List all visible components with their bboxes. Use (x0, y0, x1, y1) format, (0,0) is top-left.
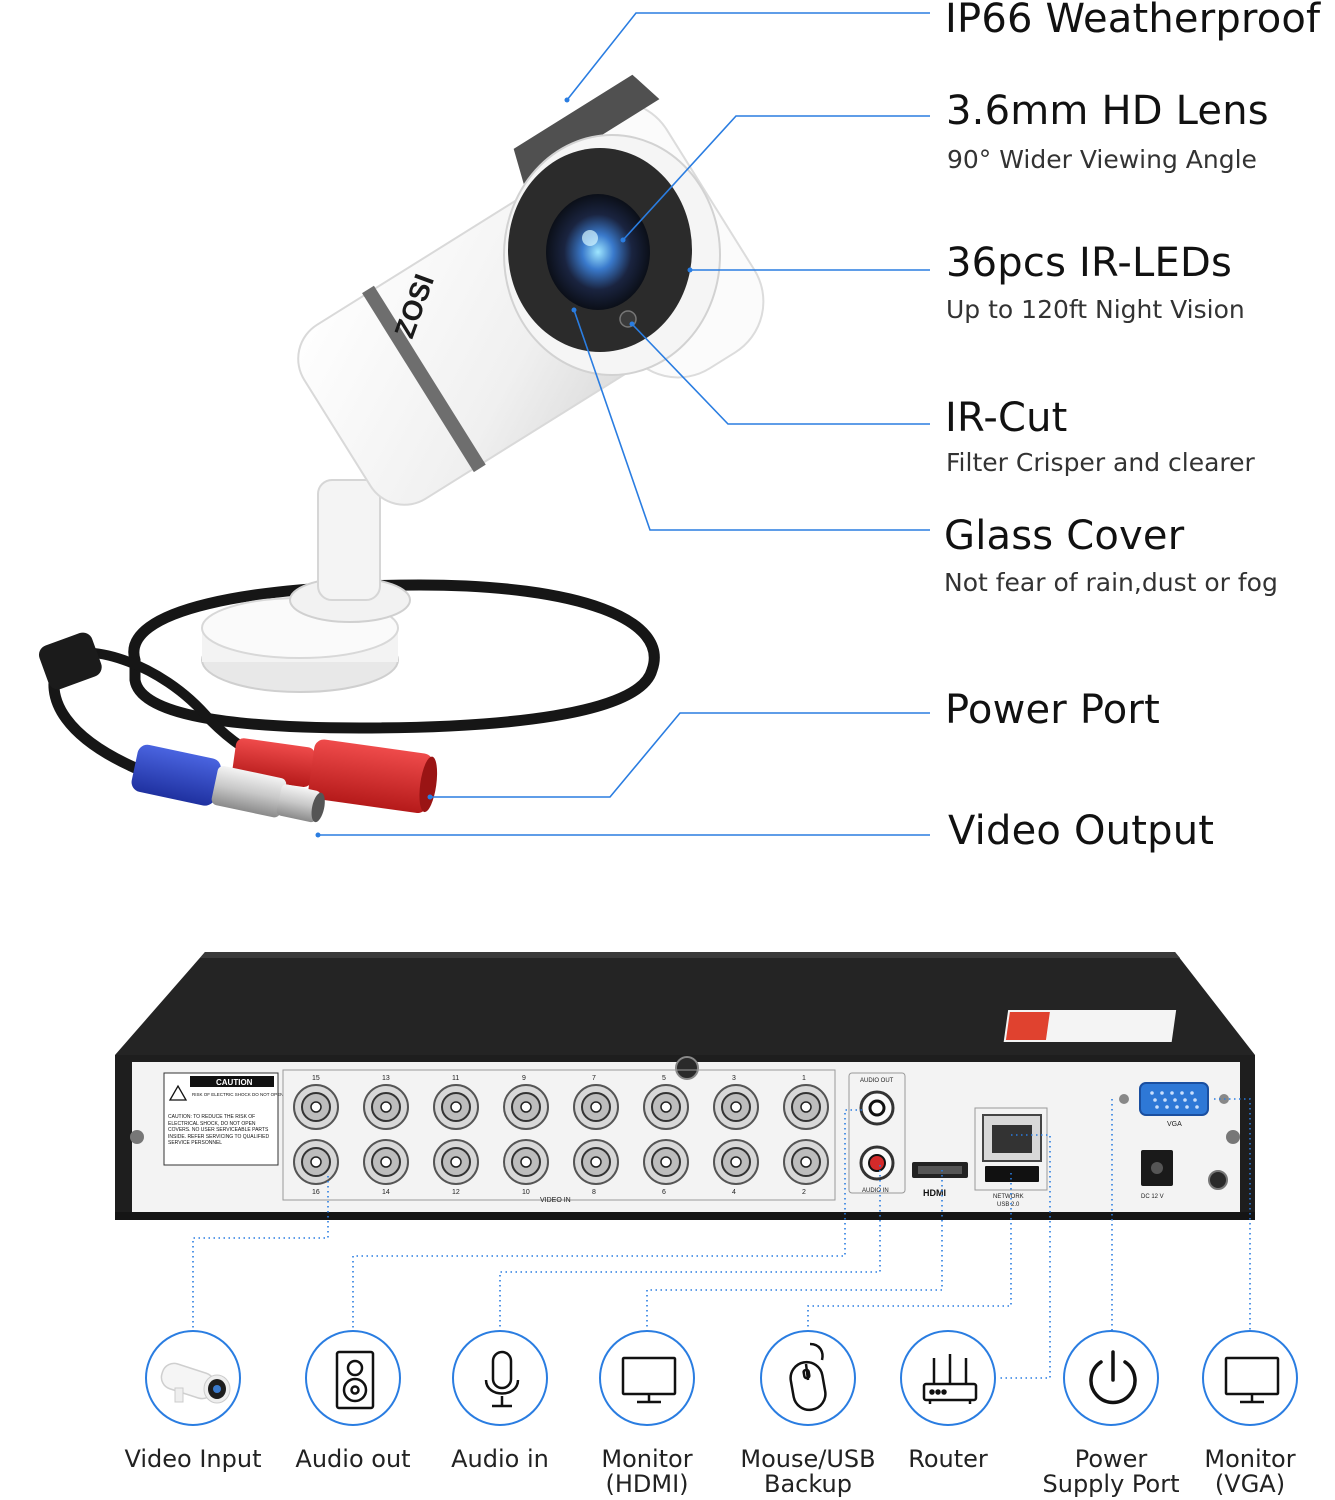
channel-number: 15 (312, 1075, 320, 1082)
dvr-illustration: CAUTION RISK OF ELECTRIC SHOCK DO NOT OP… (115, 952, 1255, 1379)
connection-icon-circle (305, 1330, 401, 1426)
bnc-port (363, 1084, 409, 1130)
mount-arm (317, 479, 381, 601)
channel-number: 13 (382, 1075, 390, 1082)
audio-out-label: AUDIO OUT (860, 1078, 894, 1084)
dc-label: DC 12 V (1141, 1194, 1164, 1200)
connection-icon-circle (1202, 1330, 1298, 1426)
caution-body: CAUTION: TO REDUCE THE RISK OF ELECTRICA… (168, 1114, 270, 1146)
bnc-port (643, 1084, 689, 1130)
network-label: NETWORK (993, 1194, 1024, 1200)
usb-label: USB 2.0 (997, 1202, 1020, 1208)
camera-lens (546, 194, 650, 310)
connection-label: Video Input (124, 1445, 262, 1473)
connection-icon-circle (1063, 1330, 1159, 1426)
hdmi-label: HDMI (923, 1188, 946, 1198)
leader-lines (318, 12, 930, 836)
feature-title-ir-cut: IR-Cut (945, 395, 1068, 441)
dvr-back-panel (132, 1062, 1240, 1212)
power-connector (232, 738, 438, 814)
channel-number: 3 (732, 1075, 736, 1082)
camera-illustration: ZOSI (38, 12, 930, 838)
channel-number: 7 (592, 1075, 596, 1082)
channel-number: 14 (382, 1189, 390, 1196)
bnc-port (433, 1139, 479, 1185)
connection-label: Monitor (HDMI) (601, 1445, 693, 1498)
video-in-block (282, 1069, 836, 1201)
bnc-port (363, 1139, 409, 1185)
caution-sub: RISK OF ELECTRIC SHOCK DO NOT OPEN (192, 1092, 283, 1097)
channel-number: 10 (522, 1189, 530, 1196)
bnc-port (713, 1084, 759, 1130)
feature-title-glass-cover: Glass Cover (944, 513, 1185, 559)
channel-number: 5 (662, 1075, 666, 1082)
connection-label: Power Supply Port (1042, 1445, 1180, 1498)
dvr-top (115, 952, 1255, 1055)
channel-number: 9 (522, 1075, 526, 1082)
bnc-port (783, 1084, 829, 1130)
channel-number: 2 (802, 1189, 806, 1196)
bnc-port (573, 1139, 619, 1185)
connection-icon-circle (452, 1330, 548, 1426)
video-connector (131, 744, 325, 823)
connection-icon-circle (599, 1330, 695, 1426)
feature-title-lens: 3.6mm HD Lens (946, 88, 1269, 134)
bnc-port (713, 1139, 759, 1185)
connection-icon-circle (900, 1330, 996, 1426)
cable-loop (128, 579, 660, 734)
bnc-port (503, 1084, 549, 1130)
network-block (974, 1107, 1048, 1191)
feature-sub-ir-leds: Up to 120ft Night Vision (946, 295, 1245, 324)
feature-title-power-port: Power Port (945, 687, 1160, 733)
bnc-port (783, 1139, 829, 1185)
channel-number: 12 (452, 1189, 460, 1196)
channel-number: 4 (732, 1189, 736, 1196)
connection-icon-circle (145, 1330, 241, 1426)
bnc-port (643, 1139, 689, 1185)
feature-sub-lens: 90° Wider Viewing Angle (947, 145, 1257, 174)
connection-label: Mouse/USB Backup (740, 1445, 876, 1498)
connection-lines (192, 1098, 1251, 1379)
connection-label: Audio out (295, 1445, 411, 1473)
cable-ferrite (38, 632, 102, 690)
product-diagram: ZOSI IP66 Wea (38, 0, 1320, 1498)
audio-in-label: AUDIO IN (862, 1188, 889, 1194)
connection-icon-circle (760, 1330, 856, 1426)
bnc-port (503, 1139, 549, 1185)
channel-number: 16 (312, 1189, 320, 1196)
bnc-port (573, 1084, 619, 1130)
channel-number: 8 (592, 1189, 596, 1196)
bnc-port (293, 1084, 339, 1130)
channel-number: 6 (662, 1189, 666, 1196)
dvr-label-sticker (1003, 1010, 1177, 1042)
connection-label: Monitor (VGA) (1204, 1445, 1296, 1498)
ground-terminal (1208, 1170, 1228, 1190)
vga-label: VGA (1167, 1121, 1182, 1128)
bnc-port-grid: 15 13 11 9 7 5 3 1 16 14 12 10 8 6 4 2 (293, 1075, 829, 1196)
caution-title: CAUTION (216, 1078, 253, 1087)
feature-title-weatherproof: IP66 Weatherproof (945, 0, 1321, 42)
video-in-label: VIDEO IN (540, 1197, 571, 1204)
feature-sub-glass-cover: Not fear of rain,dust or fog (944, 568, 1278, 597)
connection-label: Router (908, 1445, 988, 1473)
bnc-port (293, 1139, 339, 1185)
feature-title-ir-leds: 36pcs IR-LEDs (946, 240, 1233, 286)
feature-sub-ir-cut: Filter Crisper and clearer (946, 448, 1255, 477)
feature-title-video-output: Video Output (948, 808, 1215, 854)
bnc-port (433, 1084, 479, 1130)
connection-label: Audio in (451, 1445, 549, 1473)
channel-number: 11 (452, 1075, 459, 1082)
caution-box (163, 1072, 279, 1166)
usb-port (985, 1166, 1039, 1182)
audio-block (848, 1072, 906, 1194)
channel-number: 1 (802, 1075, 806, 1082)
